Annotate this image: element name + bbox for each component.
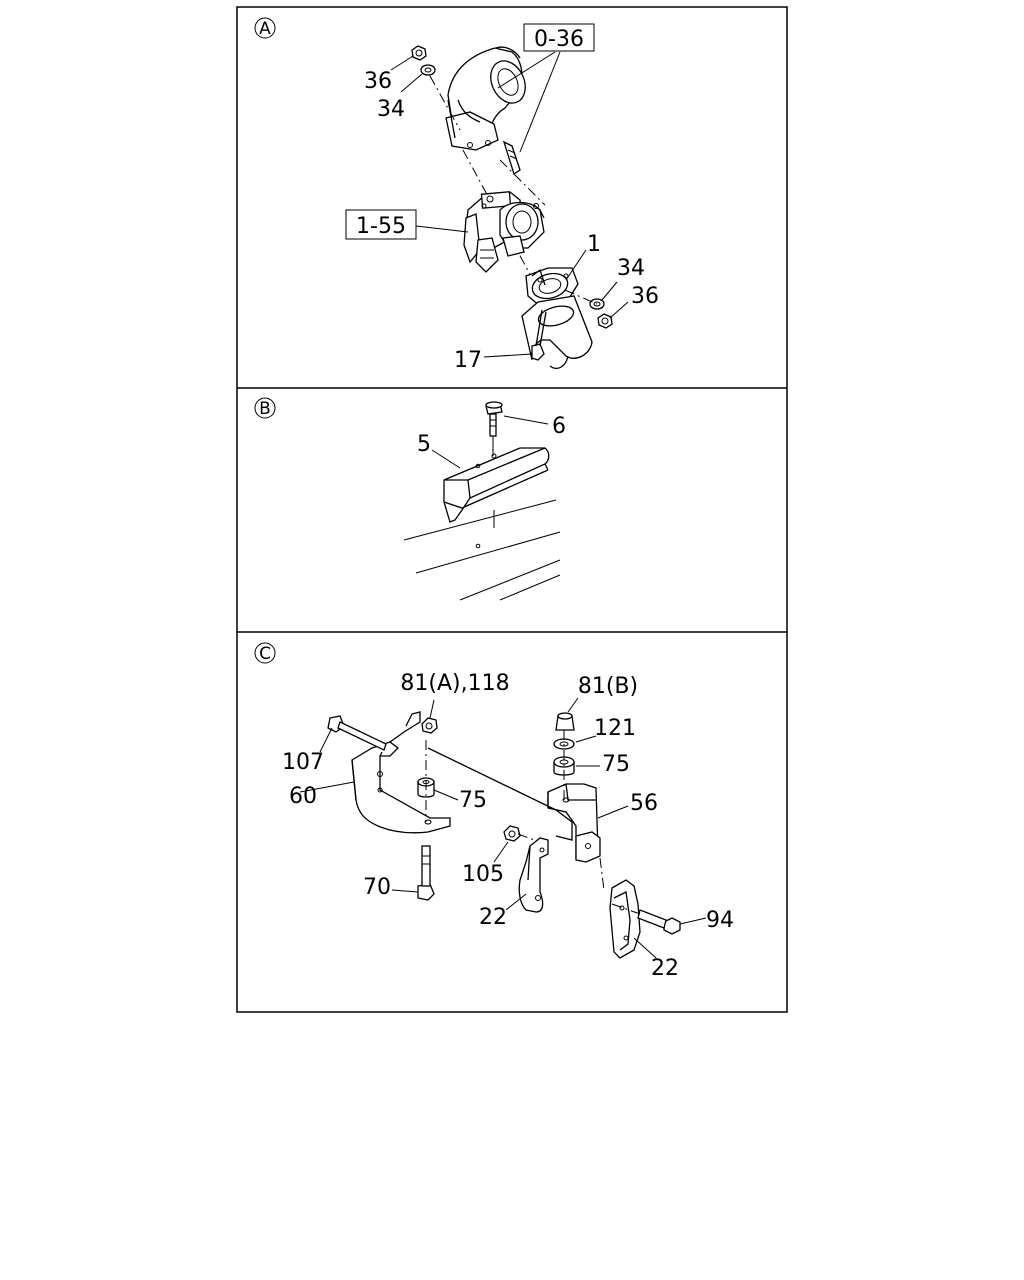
section-a-marker: A [259, 19, 271, 39]
label-17: 17 [454, 348, 482, 373]
label-75-left: 75 [459, 788, 487, 813]
clamp-22-right [609, 879, 641, 959]
label-105: 105 [462, 862, 504, 887]
label-22-left: 22 [479, 905, 507, 930]
nut-81a-118 [421, 717, 438, 734]
outer-frame [236, 6, 788, 1013]
label-70: 70 [363, 875, 391, 900]
label-6: 6 [552, 414, 566, 439]
section-b-marker-circle [254, 397, 276, 419]
label-94: 94 [706, 908, 734, 933]
bolt-6 [485, 401, 503, 437]
bolt-94 [637, 909, 681, 935]
bolt-70 [417, 845, 435, 901]
frame-rail [403, 499, 561, 601]
section-b: B 6 5 [254, 397, 566, 601]
label-5: 5 [417, 432, 431, 457]
bracket-56 [547, 783, 601, 863]
label-81b: 81(B) [578, 674, 638, 699]
bolt-107 [327, 715, 387, 751]
rubber-mount-75-right [553, 756, 575, 776]
lower-exhaust-pipe [521, 267, 593, 370]
stud-bolt [502, 140, 521, 176]
label-1: 1 [587, 232, 601, 257]
ref-0-36-label: 0-36 [534, 27, 584, 52]
label-81a-118: 81(A),118 [400, 671, 509, 696]
bracket-60 [351, 711, 451, 834]
upper-elbow-pipe [445, 46, 526, 151]
label-36-lower: 36 [631, 284, 659, 309]
heat-shield-plate-5 [443, 447, 550, 523]
section-c-marker-circle [254, 642, 276, 664]
label-107: 107 [282, 750, 324, 775]
lower-nut-36 [597, 313, 613, 329]
diagram-frames [236, 6, 788, 1013]
section-a: A 0-36 1-55 [254, 17, 659, 373]
section-c: C [254, 642, 734, 981]
label-22-right: 22 [651, 956, 679, 981]
label-56: 56 [630, 791, 658, 816]
upper-washer-34 [420, 64, 436, 76]
label-34-upper: 34 [377, 97, 405, 122]
section-b-marker: B [259, 399, 271, 419]
ref-1-55-label: 1-55 [356, 214, 406, 239]
nut-105 [503, 825, 521, 842]
bolt-17 [531, 309, 547, 361]
section-c-marker: C [259, 644, 271, 664]
upper-nut-36 [411, 45, 427, 61]
ref-box-1-55 [345, 209, 417, 240]
section-a-marker-circle [254, 17, 276, 39]
label-75-right: 75 [602, 752, 630, 777]
ref-box-0-36 [523, 23, 595, 52]
nut-81b [555, 712, 575, 731]
label-121: 121 [594, 716, 636, 741]
label-36-upper: 36 [364, 69, 392, 94]
exhaust-brake-unit [463, 191, 545, 273]
clamp-22-left [518, 837, 549, 913]
label-34-lower: 34 [617, 256, 645, 281]
label-60: 60 [289, 784, 317, 809]
